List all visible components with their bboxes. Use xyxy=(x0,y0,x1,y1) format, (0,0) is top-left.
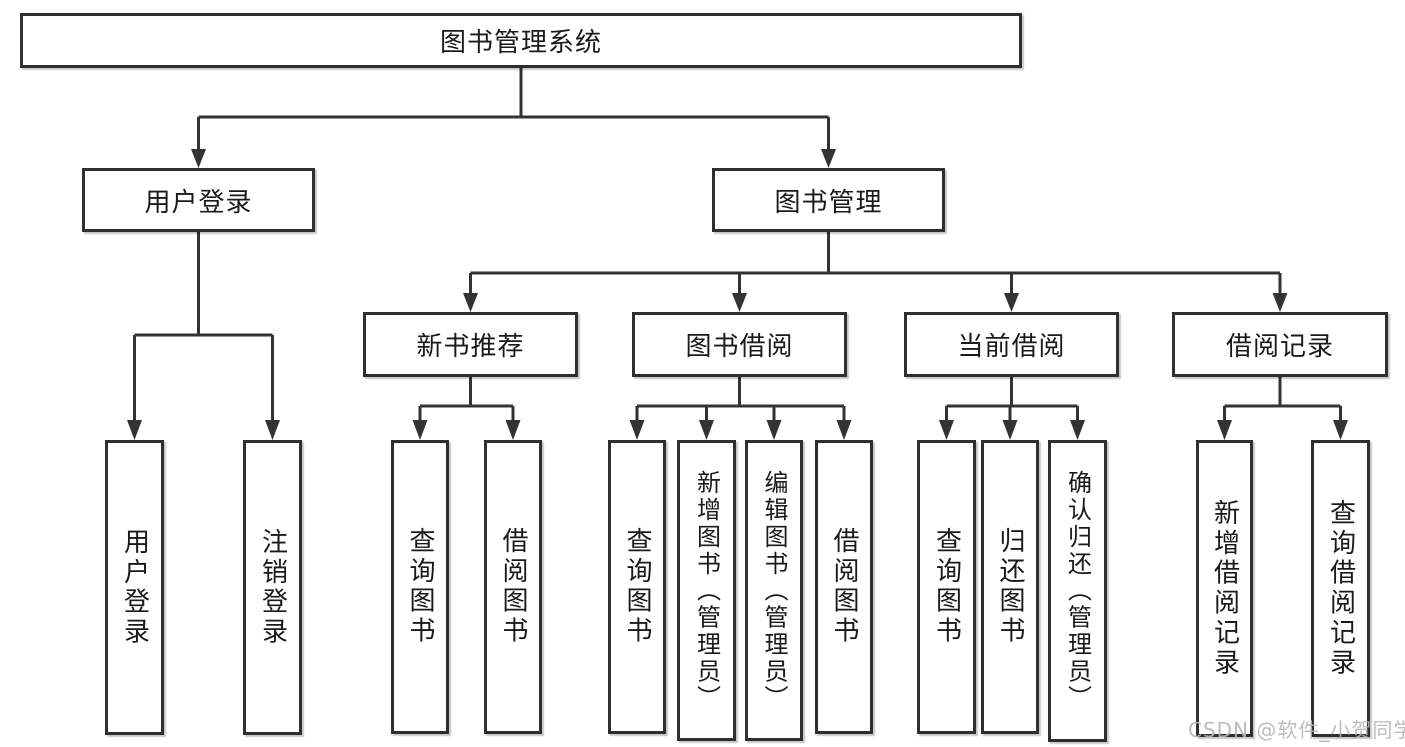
node-logout-leaf: 注销登录 xyxy=(243,440,302,735)
node-user-login-leaf: 用户登录 xyxy=(105,440,164,735)
node-user-login: 用户登录 xyxy=(82,168,315,232)
node-add-book-admin: 新增图书（管理员） xyxy=(677,440,736,741)
node-add-borrow-record: 新增借阅记录 xyxy=(1196,440,1253,737)
node-return-book: 归还图书 xyxy=(981,440,1039,734)
node-current-borrow: 当前借阅 xyxy=(904,312,1119,377)
node-query-books-borrow: 查询图书 xyxy=(608,440,666,734)
node-book-borrow: 图书借阅 xyxy=(632,312,847,377)
node-borrow-books-recommend: 借阅图书 xyxy=(484,440,542,734)
watermark-text: CSDN @软件_小贺同学 xyxy=(1188,718,1405,742)
node-borrow-books-leaf: 借阅图书 xyxy=(815,440,873,734)
node-borrow-records: 借阅记录 xyxy=(1172,312,1388,377)
node-book-management: 图书管理 xyxy=(712,168,945,232)
node-new-book-recommend: 新书推荐 xyxy=(363,312,578,377)
node-edit-book-admin: 编辑图书（管理员） xyxy=(745,440,803,741)
node-query-books-current: 查询图书 xyxy=(917,440,976,734)
node-query-borrow-record: 查询借阅记录 xyxy=(1311,440,1370,737)
node-query-books-recommend: 查询图书 xyxy=(391,440,449,734)
node-confirm-return-admin: 确认归还（管理员） xyxy=(1048,440,1107,742)
node-root: 图书管理系统 xyxy=(20,13,1022,68)
